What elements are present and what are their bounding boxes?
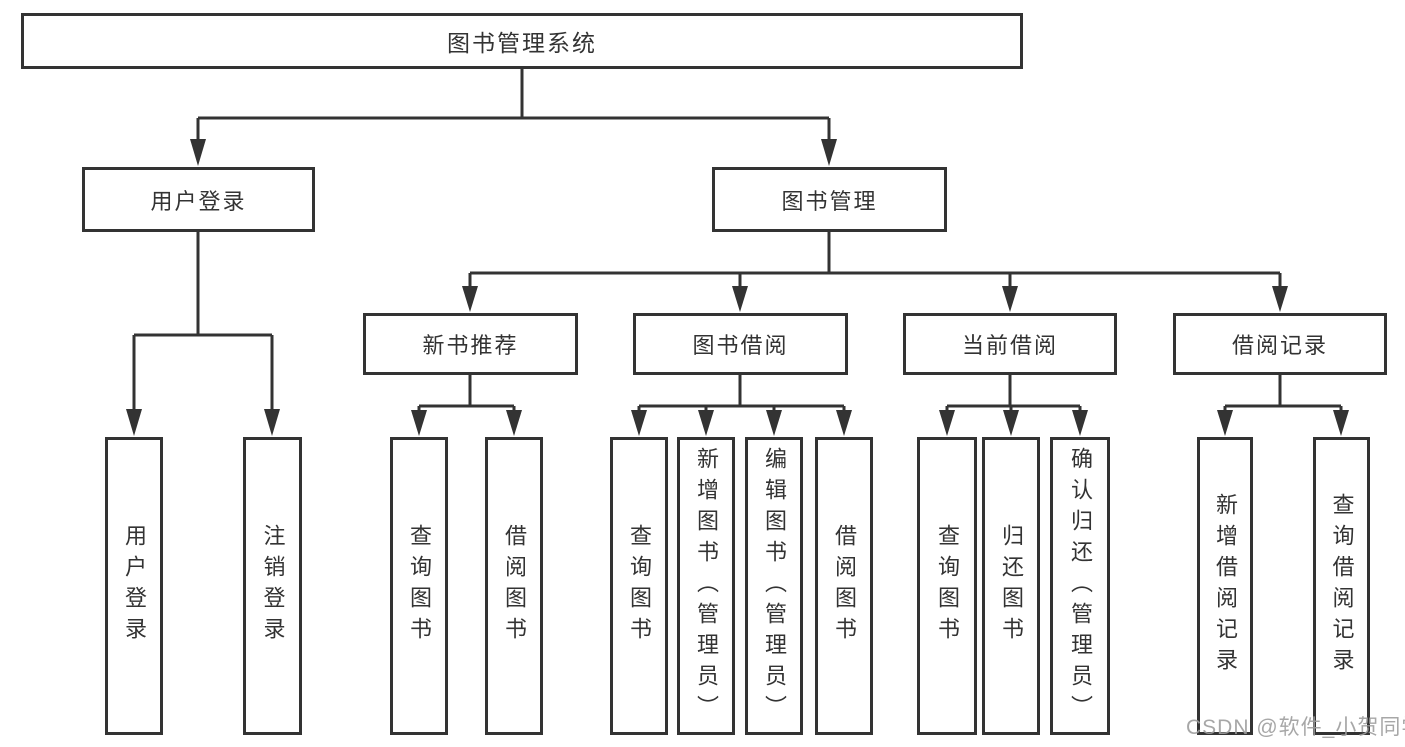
leaf-add-borrow-record-label: 新增借阅记录 — [1213, 493, 1238, 679]
node-borrowing-records-label: 借阅记录 — [1231, 333, 1328, 358]
leaf-query-books-borrowing-label: 查询图书 — [627, 524, 652, 648]
node-book-borrowing: 图书借阅 — [633, 313, 848, 375]
node-new-book-recommend-label: 新书推荐 — [422, 333, 519, 358]
connector-paths — [132, 69, 1343, 413]
node-borrowing-records: 借阅记录 — [1173, 313, 1387, 375]
leaf-query-borrow-record: 查询借阅记录 — [1313, 437, 1370, 735]
leaf-edit-book-admin-label: 编辑图书（管理员） — [762, 446, 787, 726]
leaf-query-books-current: 查询图书 — [917, 437, 977, 735]
leaf-borrow-books: 借阅图书 — [815, 437, 873, 735]
leaf-confirm-return-admin: 确认归还（管理员） — [1050, 437, 1110, 735]
leaf-borrow-books-recommend-label: 借阅图书 — [502, 524, 527, 648]
leaf-query-borrow-record-label: 查询借阅记录 — [1329, 493, 1355, 679]
node-book-borrowing-label: 图书借阅 — [692, 333, 789, 358]
leaf-add-borrow-record: 新增借阅记录 — [1197, 437, 1253, 735]
leaf-return-books-label: 归还图书 — [999, 524, 1024, 648]
leaf-confirm-return-admin-label: 确认归还（管理员） — [1068, 446, 1093, 726]
leaf-logout-label: 注销登录 — [260, 524, 286, 648]
node-new-book-recommend: 新书推荐 — [363, 313, 578, 375]
node-root-label: 图书管理系统 — [447, 30, 597, 56]
leaf-logout: 注销登录 — [243, 437, 302, 735]
leaf-borrow-books-label: 借阅图书 — [832, 524, 857, 648]
node-root: 图书管理系统 — [21, 13, 1023, 69]
leaf-query-books-recommend: 查询图书 — [390, 437, 448, 735]
leaf-user-login: 用户登录 — [105, 437, 163, 735]
leaf-add-book-admin: 新增图书（管理员） — [677, 437, 735, 735]
node-user-login-label: 用户登录 — [150, 188, 247, 214]
leaf-edit-book-admin: 编辑图书（管理员） — [745, 437, 803, 735]
leaf-user-login-label: 用户登录 — [122, 524, 147, 648]
node-current-borrowing-label: 当前借阅 — [961, 333, 1058, 358]
csdn-watermark: CSDN @软件_小贺同学 — [1186, 716, 1405, 739]
leaf-return-books: 归还图书 — [982, 437, 1040, 735]
leaf-borrow-books-recommend: 借阅图书 — [485, 437, 543, 735]
leaf-add-book-admin-label: 新增图书（管理员） — [694, 446, 719, 726]
node-book-management: 图书管理 — [712, 167, 947, 232]
node-book-management-label: 图书管理 — [781, 188, 878, 214]
leaf-query-books-recommend-label: 查询图书 — [407, 524, 432, 648]
arrowheads — [126, 139, 1349, 436]
node-current-borrowing: 当前借阅 — [903, 313, 1117, 375]
node-user-login: 用户登录 — [82, 167, 315, 232]
leaf-query-books-current-label: 查询图书 — [935, 524, 960, 648]
leaf-query-books-borrowing: 查询图书 — [610, 437, 668, 735]
